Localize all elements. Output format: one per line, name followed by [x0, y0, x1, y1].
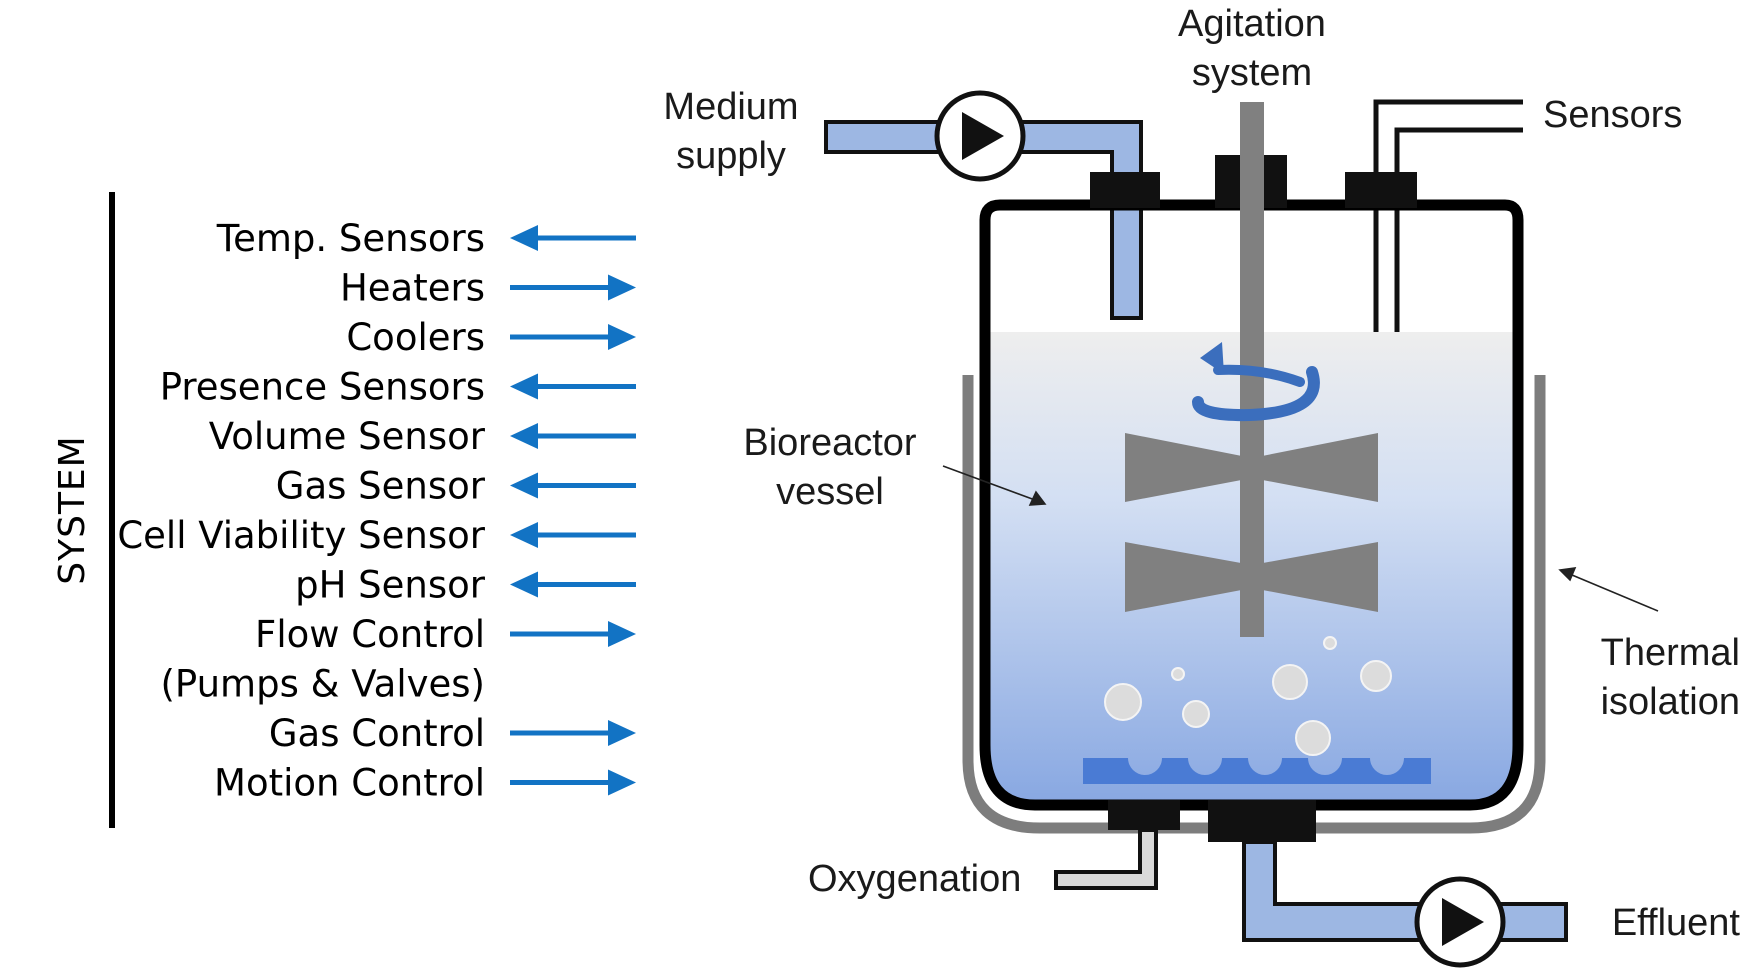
thermal-label-line1: Thermal: [1601, 632, 1740, 674]
system-item-label: (Pumps & Valves): [161, 663, 486, 706]
rotation-arrow-icon: [1192, 342, 1320, 422]
medium-label-line2: supply: [676, 135, 786, 177]
arrow-right-icon: [510, 324, 636, 350]
medium-label-line1: Medium: [663, 86, 798, 128]
effluent-pump-icon: [1414, 876, 1506, 968]
system-item-label: Cell Viability Sensor: [117, 514, 485, 557]
system-item-label: Presence Sensors: [160, 366, 485, 409]
bottom-fittings: [1108, 800, 1316, 842]
pointer-lines: [942, 465, 1659, 612]
vessel-label-line1: Bioreactor: [743, 422, 917, 464]
system-item-label: Coolers: [346, 316, 485, 359]
arrow-left-icon: [510, 472, 636, 499]
arrow-right-icon: [510, 621, 636, 647]
arrow-left-icon: [510, 571, 636, 598]
arrow-left-icon: [510, 225, 636, 251]
system-item-label: Temp. Sensors: [216, 217, 485, 260]
system-item-label: Volume Sensor: [209, 415, 486, 458]
system-item-label: pH Sensor: [295, 564, 486, 607]
effluent-pipe: [1242, 840, 1568, 942]
arrow-right-icon: [510, 274, 636, 301]
thermal-label-line2: isolation: [1601, 681, 1740, 723]
oxygenation-pipe: [1054, 828, 1158, 890]
arrow-left-icon: [510, 423, 636, 449]
medium-pump-icon: [934, 90, 1026, 182]
arrow-left-icon: [510, 522, 636, 548]
oxygenation-label: Oxygenation: [808, 858, 1021, 900]
agitation-label-line1: Agitation: [1178, 3, 1326, 45]
agitation-label-line2: system: [1192, 52, 1312, 94]
system-item-label: Heaters: [340, 267, 485, 310]
system-item-label: Motion Control: [214, 762, 485, 805]
impeller-blades-icon: [1125, 433, 1378, 612]
arrow-left-icon: [510, 373, 636, 400]
top-fittings: [1090, 155, 1417, 208]
sensors-label: Sensors: [1543, 94, 1682, 136]
vessel-outline: [979, 199, 1524, 811]
system-title: SYSTEM: [52, 435, 93, 585]
system-item-label: Gas Sensor: [276, 465, 486, 508]
sparger: [1083, 758, 1431, 784]
arrow-right-icon: [510, 720, 636, 746]
effluent-label: Effluent: [1612, 902, 1741, 944]
system-item-label: Gas Control: [269, 712, 485, 755]
vessel-label-line2: vessel: [776, 471, 884, 513]
arrow-right-icon: [510, 769, 636, 796]
gas-bubbles: [1104, 636, 1392, 756]
system-item-label: Flow Control: [255, 613, 485, 656]
bioreactor: Agitation system Medium supply Sensors B…: [663, 3, 1741, 968]
system-panel: SYSTEM Temp. SensorsHeatersCoolersPresen…: [52, 192, 636, 828]
medium-supply-pipe: [824, 120, 1143, 320]
